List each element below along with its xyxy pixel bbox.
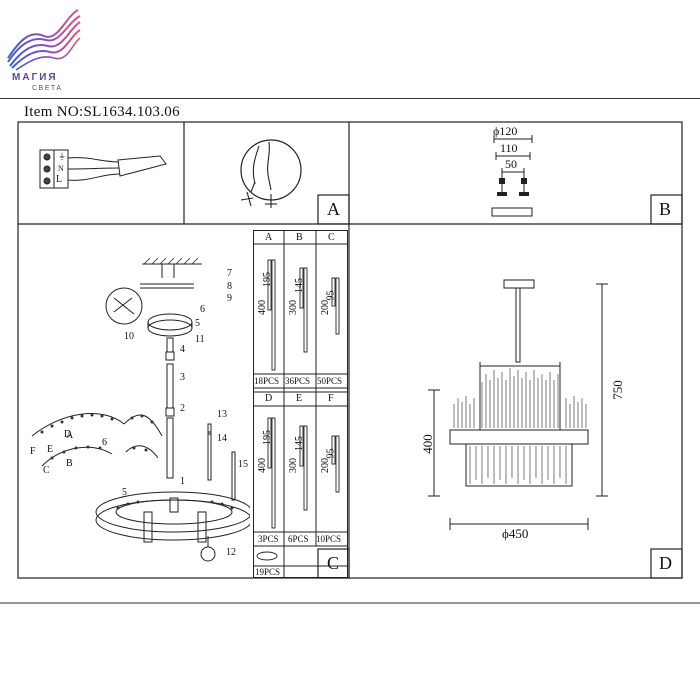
table-ring-qty: 19PCS	[255, 567, 281, 577]
table-c-qty: 50PCS	[317, 376, 343, 386]
ring-label-d: D	[64, 429, 72, 440]
table-col-d: D	[265, 393, 273, 404]
table-f-qty: 10PCS	[316, 534, 342, 544]
table-b-short: 145	[294, 278, 305, 293]
panel-c-letter: C	[327, 553, 340, 573]
part-label-15: 15	[238, 459, 248, 470]
terminal-block-diagram: ⏚ N	[39, 149, 167, 189]
part-label-2: 2	[180, 403, 185, 414]
chandelier-elevation	[428, 279, 608, 530]
ring-label-a: A	[66, 430, 74, 441]
table-e-qty: 6PCS	[288, 534, 309, 544]
panel-b-letter: B	[659, 199, 672, 219]
table-c-long: 200	[320, 300, 331, 315]
table-col-b: B	[296, 232, 303, 243]
exploded-assembly-diagram	[31, 257, 250, 562]
item-number: Item NO:SL1634.103.06	[24, 104, 180, 120]
ring-label-b: B	[66, 458, 73, 469]
part-label-5: 5	[195, 318, 200, 329]
crystal-table-grid	[253, 230, 348, 578]
table-e-long: 300	[288, 458, 299, 473]
dim-body-height: 400	[419, 434, 435, 454]
dim-middle-width: 110	[500, 141, 518, 155]
table-b-long: 300	[288, 300, 299, 315]
part-label-7: 7	[227, 268, 232, 279]
part-label-14: 14	[217, 433, 227, 444]
ring-label-5: 5	[122, 487, 127, 498]
ring-label-c: C	[43, 465, 50, 476]
table-d-qty: 3PCS	[258, 534, 279, 544]
part-label-3: 3	[180, 372, 185, 383]
svg-text:N: N	[58, 164, 64, 173]
table-c-short: 95	[325, 290, 337, 301]
header-rule-top	[0, 98, 700, 99]
brand-subtitle: СВЕТА	[32, 85, 63, 92]
table-d-long: 400	[257, 458, 268, 473]
brand-logo: МАГИЯ СВЕТА	[4, 6, 84, 98]
ring-label-e: E	[47, 444, 54, 455]
table-col-e: E	[296, 393, 303, 404]
table-col-c: C	[328, 232, 335, 243]
part-label-9: 9	[227, 293, 232, 304]
svg-text:⏚: ⏚	[58, 152, 66, 161]
table-col-a: A	[265, 232, 273, 243]
part-label-13: 13	[217, 409, 227, 420]
table-a-short: 195	[262, 272, 273, 287]
part-label-6: 6	[200, 304, 205, 315]
dim-outer-diameter: ϕ120	[493, 124, 518, 138]
table-a-long: 400	[257, 300, 268, 315]
table-f-short: 95	[325, 448, 337, 459]
ring-label-f: F	[30, 446, 36, 457]
table-b-qty: 36PCS	[285, 376, 311, 386]
panel-d-letter: D	[659, 553, 672, 573]
table-d-short: 195	[262, 430, 273, 445]
dim-diameter: ϕ450	[502, 526, 529, 541]
part-label-10: 10	[124, 331, 134, 342]
table-f-long: 200	[320, 458, 331, 473]
terminal-label-l: L	[56, 174, 63, 185]
brand-wave-mark	[7, 9, 81, 71]
wire-connector-detail	[240, 139, 302, 208]
brand-name: МАГИЯ	[12, 72, 58, 83]
ring-label-6: 6	[102, 437, 107, 448]
table-a-qty: 18PCS	[254, 376, 280, 386]
table-e-short: 145	[294, 436, 305, 451]
part-label-4: 4	[180, 344, 185, 355]
part-label-1: 1	[180, 476, 185, 487]
dim-inner-width: 50	[505, 157, 517, 171]
table-col-f: F	[328, 393, 334, 404]
part-label-11: 11	[195, 334, 205, 345]
dim-total-height: 750	[609, 380, 625, 400]
part-label-8: 8	[227, 281, 232, 292]
part-label-12: 12	[226, 547, 236, 558]
canopy-dimension-diagram	[491, 135, 533, 217]
panel-a-letter: A	[327, 199, 340, 219]
